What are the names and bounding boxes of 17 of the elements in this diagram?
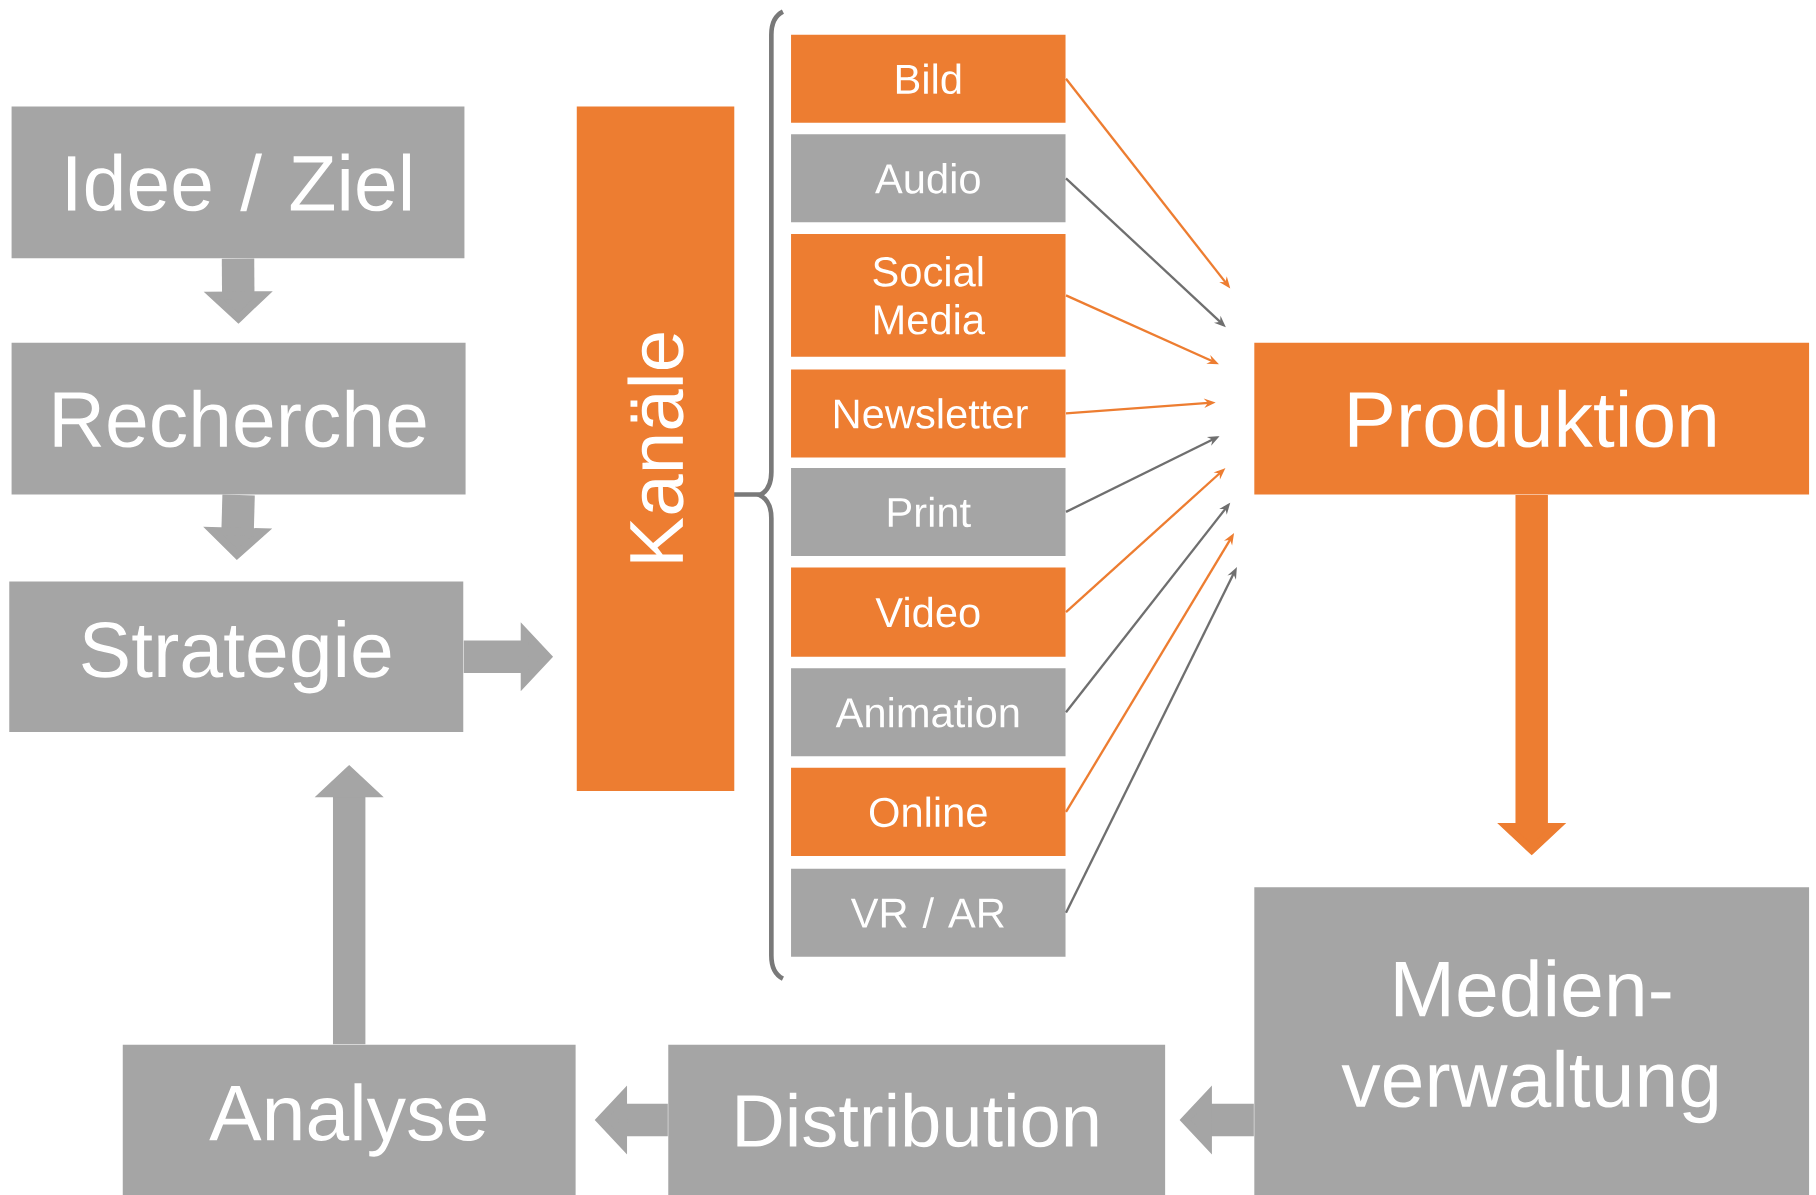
channel-box: VR / AR: [791, 868, 1066, 957]
channel-box: Animation: [791, 668, 1066, 757]
channel-box: Online: [791, 767, 1066, 856]
process-box: Produktion: [1254, 342, 1810, 495]
channel-box: Video: [791, 567, 1066, 657]
channel-box: Audio: [791, 134, 1066, 223]
process-box: Analyse: [122, 1044, 576, 1195]
process-box: Idee / Ziel: [11, 106, 465, 259]
process-box: Strategie: [9, 581, 464, 732]
channel-box: Bild: [791, 34, 1066, 123]
channel-box: Newsletter: [791, 369, 1066, 458]
process-box: Medien- verwaltung: [1254, 887, 1810, 1195]
process-box: Distribution: [668, 1044, 1166, 1195]
channel-box: Print: [791, 467, 1066, 556]
channel-box: Social Media: [791, 233, 1066, 357]
channel-bar: Kanäle: [576, 106, 735, 791]
process-box: Recherche: [11, 342, 466, 495]
